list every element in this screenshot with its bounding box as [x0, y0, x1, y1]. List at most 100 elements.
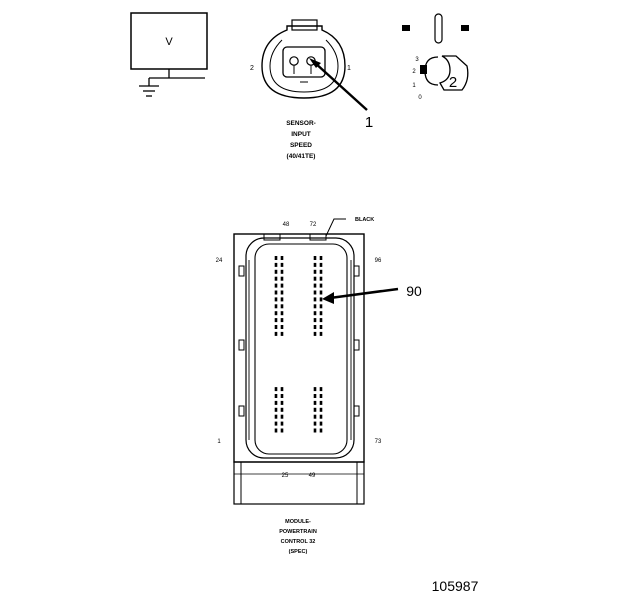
- pin-cavity: [313, 421, 317, 426]
- caption-line: SPEED: [290, 142, 312, 149]
- pin-cavity: [313, 276, 317, 281]
- pin-cavity: [319, 262, 323, 267]
- pin-cavity: [313, 311, 317, 316]
- pin-cavity: [319, 304, 323, 309]
- pin-cavity: [274, 269, 278, 274]
- pin-cavity: [313, 400, 317, 405]
- figure-number: 105987: [432, 578, 479, 594]
- pin-number-label: 73: [375, 439, 382, 445]
- pin-cavity: [274, 428, 278, 433]
- pin-cavity: [280, 311, 284, 316]
- pin-cavity: [274, 256, 278, 260]
- pin-cavity: [319, 428, 323, 433]
- pin-cavity: [274, 290, 278, 295]
- callout-arrow: [329, 287, 399, 300]
- pin-label: 1: [412, 83, 416, 89]
- pin-cavity: [313, 256, 317, 260]
- arrowhead: [309, 58, 321, 68]
- pin-label: 0: [418, 95, 422, 101]
- pin-cavity: [313, 428, 317, 433]
- pin-cavity: [280, 331, 284, 336]
- pin-cavity: [274, 394, 278, 398]
- sensor-pin-label-right: 1: [347, 65, 351, 72]
- pin-cavity: [313, 394, 317, 398]
- pin-label: 2: [412, 69, 416, 75]
- pin-cavity: [274, 325, 278, 329]
- pin-cavity: [319, 407, 323, 412]
- pin-cavity: [280, 276, 284, 281]
- pin-cavity: [319, 387, 323, 392]
- pin-number-label: 48: [283, 222, 290, 228]
- pin-cavity: [280, 428, 284, 433]
- callout-number: 1: [365, 114, 373, 131]
- pin-cavity: [319, 394, 323, 398]
- pin-cavity: [313, 414, 317, 419]
- pin-cavity: [274, 283, 278, 288]
- pin-cavities: [274, 256, 323, 433]
- pin-cavity: [280, 262, 284, 267]
- pin-cavity: [274, 276, 278, 281]
- pin-cavity: [280, 387, 284, 392]
- pin-number-label: 25: [282, 473, 289, 479]
- pin-number-label: 96: [375, 258, 382, 264]
- pin-cavity: [319, 311, 323, 316]
- pin-cavity: [319, 276, 323, 281]
- pin-number-label: 1: [217, 439, 221, 445]
- color-leader-line: [325, 218, 346, 237]
- pin-cavity: [274, 262, 278, 267]
- voltmeter: V: [130, 12, 208, 97]
- voltmeter-label: V: [165, 36, 173, 48]
- pin-cavity: [280, 290, 284, 295]
- pin-cavity: [280, 394, 284, 398]
- pin-cavity: [280, 304, 284, 309]
- pin-cavity: [274, 421, 278, 426]
- pin-number-label: 24: [216, 258, 223, 264]
- caption-line: POWERTRAIN: [279, 529, 317, 535]
- pin-number-label: 49: [309, 473, 316, 479]
- pin-cavity: [313, 407, 317, 412]
- pcm-connector: 48 72 24 96 1 73 25 49 BLACK 90: [216, 217, 422, 505]
- sensor-pin-label-left: 2: [250, 65, 254, 72]
- pin-cavity: [313, 318, 317, 323]
- callout-arrow: [313, 61, 368, 111]
- pin-cavity: [280, 421, 284, 426]
- pin-cavity: [319, 290, 323, 295]
- pin-cavity: [274, 297, 278, 302]
- callout-number: 2: [449, 74, 457, 91]
- pin-cavity: [280, 269, 284, 274]
- pin-cavity: [274, 400, 278, 405]
- caption-line: (40/41TE): [287, 153, 316, 160]
- pin-cavity: [319, 318, 323, 323]
- pin-label: 3: [415, 57, 419, 63]
- pin-cavity: [280, 407, 284, 412]
- pin-cavity: [274, 407, 278, 412]
- pin-cavity: [319, 331, 323, 336]
- pin-cavity: [274, 318, 278, 323]
- pin-cavity: [313, 262, 317, 267]
- pin-cavity: [313, 269, 317, 274]
- pin-cavity: [319, 400, 323, 405]
- pin-cavity: [313, 304, 317, 309]
- pin-cavity: [313, 297, 317, 302]
- pin-cavity: [280, 318, 284, 323]
- pin-cavity: [274, 311, 278, 316]
- callout-number: 90: [406, 283, 422, 299]
- pin-cavity: [274, 304, 278, 309]
- sensor-pin-2: [289, 56, 299, 66]
- caption-line: CONTROL 32: [281, 539, 316, 545]
- pin-cavity: [319, 421, 323, 426]
- arrowhead: [322, 292, 334, 304]
- pin-cavity: [280, 297, 284, 302]
- pin-cavity: [313, 331, 317, 336]
- pin-cavity: [280, 414, 284, 419]
- pin-cavity: [280, 400, 284, 405]
- caption-line: SENSOR-: [286, 120, 316, 127]
- pin-cavity: [319, 283, 323, 288]
- pin-cavity: [274, 414, 278, 419]
- pin-cavity: [319, 269, 323, 274]
- pin-cavity: [280, 256, 284, 260]
- pcm-connector-caption: MODULE- POWERTRAIN CONTROL 32 (SPEC): [279, 519, 317, 555]
- connector-color-label: BLACK: [355, 217, 374, 223]
- pin-cavity: [280, 283, 284, 288]
- sensor-side-view: 3 2 1 0 2: [402, 13, 469, 101]
